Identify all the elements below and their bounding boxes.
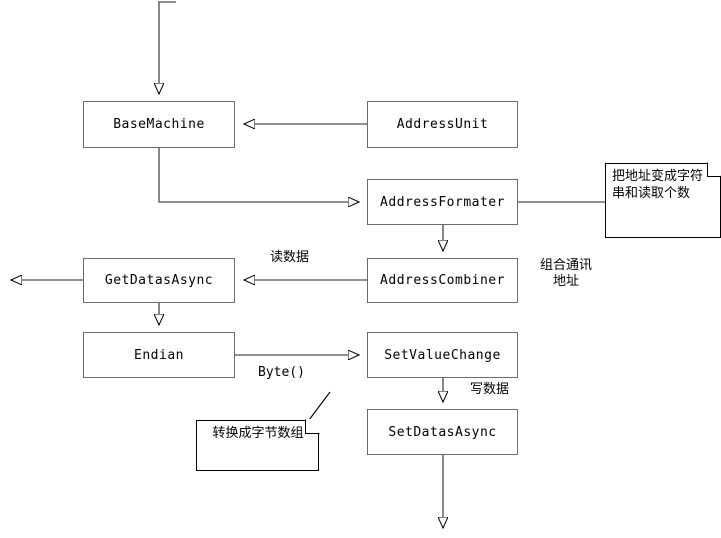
node-address-formater[interactable]: AddressFormater (367, 179, 518, 225)
note-address-format-body (605, 163, 721, 238)
conn-note-byte-leader (308, 391, 331, 421)
note-byte-array[interactable]: 转换成字节数组 (196, 419, 320, 471)
label-byte: Byte() (258, 365, 305, 380)
node-endian[interactable]: Endian (83, 332, 235, 378)
node-address-unit-label: AddressUnit (396, 117, 489, 132)
node-endian-label: Endian (134, 347, 184, 363)
node-set-datas-async-label: SetDatasAsync (388, 424, 497, 440)
node-address-combiner-label: AddressCombiner (380, 273, 505, 288)
node-address-unit[interactable]: AddressUnit (367, 101, 518, 148)
node-base-machine[interactable]: BaseMachine (83, 101, 235, 148)
label-read-data: 读数据 (270, 250, 310, 265)
node-set-value-change-label: SetValueChange (384, 347, 501, 363)
note-byte-array-text: 转换成字节数组 (212, 426, 304, 441)
node-get-datas-async-label: GetDatasAsync (104, 273, 214, 288)
conn-basemachine-to-formater (158, 148, 359, 202)
note-byte-array-body (196, 420, 319, 471)
note-address-format-text: 把地址变成字符串和读取个数 (612, 169, 704, 201)
node-set-datas-async[interactable]: SetDatasAsync (367, 409, 518, 455)
node-get-datas-async[interactable]: GetDatasAsync (83, 258, 235, 303)
node-address-formater-label: AddressFormater (380, 194, 505, 210)
note-address-format[interactable]: 把地址变成字符串和读取个数 (605, 162, 721, 238)
label-write-data: 写数据 (470, 382, 510, 397)
node-address-combiner[interactable]: AddressCombiner (367, 258, 518, 303)
node-base-machine-label: BaseMachine (113, 117, 205, 132)
conn-external-to-basemachine (159, 1, 176, 94)
label-combine-address: 组合通讯 地址 (539, 258, 592, 289)
node-set-value-change[interactable]: SetValueChange (367, 332, 518, 378)
